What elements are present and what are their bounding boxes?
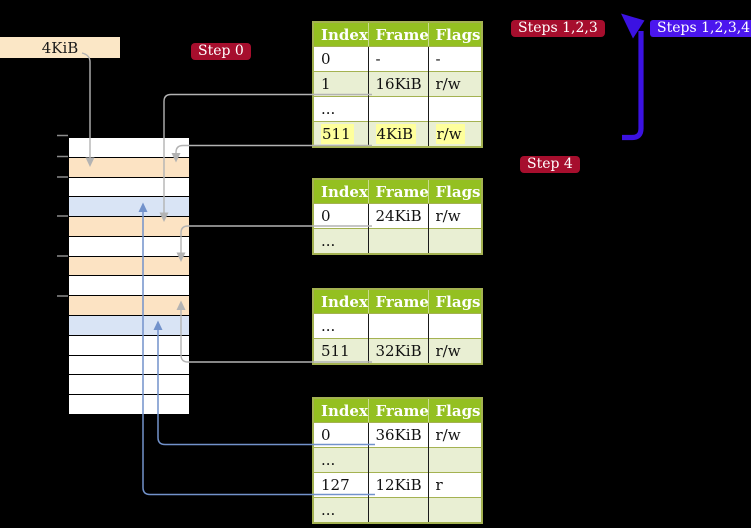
column-header: Index <box>313 22 368 47</box>
column-header: Frame <box>367 179 429 204</box>
table-cell <box>367 497 428 523</box>
memory-row-plain <box>69 138 189 158</box>
memory-row-plain <box>69 236 189 257</box>
table-cell: r/w <box>427 422 482 448</box>
table-cell: r <box>427 472 482 498</box>
table-row: ... <box>313 228 482 254</box>
memory-row-table-frame <box>69 157 189 178</box>
table-row: 0-- <box>313 46 482 72</box>
memory-row-plain <box>69 395 189 414</box>
table-cell: 12KiB <box>367 472 428 498</box>
table-cell: 0 <box>313 46 368 72</box>
column-header: Flags <box>427 398 482 423</box>
table-cell <box>427 497 482 523</box>
memory-row-plain <box>69 335 189 356</box>
table-cell: ... <box>313 313 368 339</box>
table-cell: r/w <box>427 71 482 97</box>
table-cell: 511 <box>313 338 368 364</box>
table-cell <box>367 313 428 339</box>
table-row: ... <box>313 447 482 473</box>
memory-row-table-frame <box>69 256 189 277</box>
memory-row-plain <box>69 276 189 297</box>
table-cell <box>367 96 428 122</box>
column-header: Flags <box>427 22 482 47</box>
table-cell: r/w <box>427 338 482 364</box>
badge-step-4: Step 4 <box>520 156 580 173</box>
table-cell: - <box>367 46 428 72</box>
memory-row-mapped-page <box>69 316 189 336</box>
badge-steps-123: Steps 1,2,3 <box>511 20 605 37</box>
arrow-steps-loop <box>621 13 645 141</box>
badge-step-0: Step 0 <box>191 43 251 60</box>
table-cell: ... <box>313 447 368 473</box>
arrow-table1-entry511-to-frame <box>171 144 372 163</box>
memory-row-plain <box>69 177 189 198</box>
badge-steps-1234: Steps 1,2,3,4 <box>650 20 751 37</box>
table-cell: 511 <box>313 121 368 147</box>
memory-row-plain <box>69 355 189 376</box>
table-cell: ... <box>313 497 368 523</box>
table-cell: 4KiB <box>367 121 428 147</box>
column-header: Index <box>313 398 368 423</box>
table-cell: 24KiB <box>367 203 428 229</box>
column-header: Index <box>313 289 368 314</box>
table-row: ... <box>313 497 482 523</box>
memory-row-table-frame <box>69 217 189 237</box>
table-cell: - <box>427 46 482 72</box>
memory-row-mapped-page <box>69 197 189 218</box>
column-header: Flags <box>427 289 482 314</box>
table-cell: 1 <box>313 71 368 97</box>
table-cell <box>427 313 482 339</box>
memory-ticks <box>57 134 68 297</box>
table-row: ... <box>313 313 482 339</box>
table-cell <box>427 96 482 122</box>
table-cell <box>427 447 482 473</box>
table-cell <box>427 228 482 254</box>
table-cell: 16KiB <box>367 71 428 97</box>
table-cell <box>367 447 428 473</box>
table-cell: 36KiB <box>367 422 428 448</box>
column-header: Index <box>313 179 368 204</box>
column-header: Frame <box>367 22 429 47</box>
memory-row-table-frame <box>69 296 189 317</box>
table-cell: 32KiB <box>367 338 428 364</box>
frame-size-label: 4KiB <box>41 38 79 57</box>
frame-size-box: 4KiB <box>0 37 120 58</box>
table-cell: r/w <box>427 121 482 147</box>
column-header: Flags <box>427 179 482 204</box>
table-cell: ... <box>313 96 368 122</box>
table-cell: ... <box>313 228 368 254</box>
physical-memory-stack <box>68 137 190 415</box>
table-cell: 127 <box>313 472 368 498</box>
table-cell: r/w <box>427 203 482 229</box>
table-row: ... <box>313 96 482 122</box>
column-header: Frame <box>367 289 429 314</box>
column-header: Frame <box>367 398 429 423</box>
table-cell <box>367 228 428 254</box>
memory-row-plain <box>69 375 189 396</box>
table-cell: 0 <box>313 422 368 448</box>
table-cell: 0 <box>313 203 368 229</box>
